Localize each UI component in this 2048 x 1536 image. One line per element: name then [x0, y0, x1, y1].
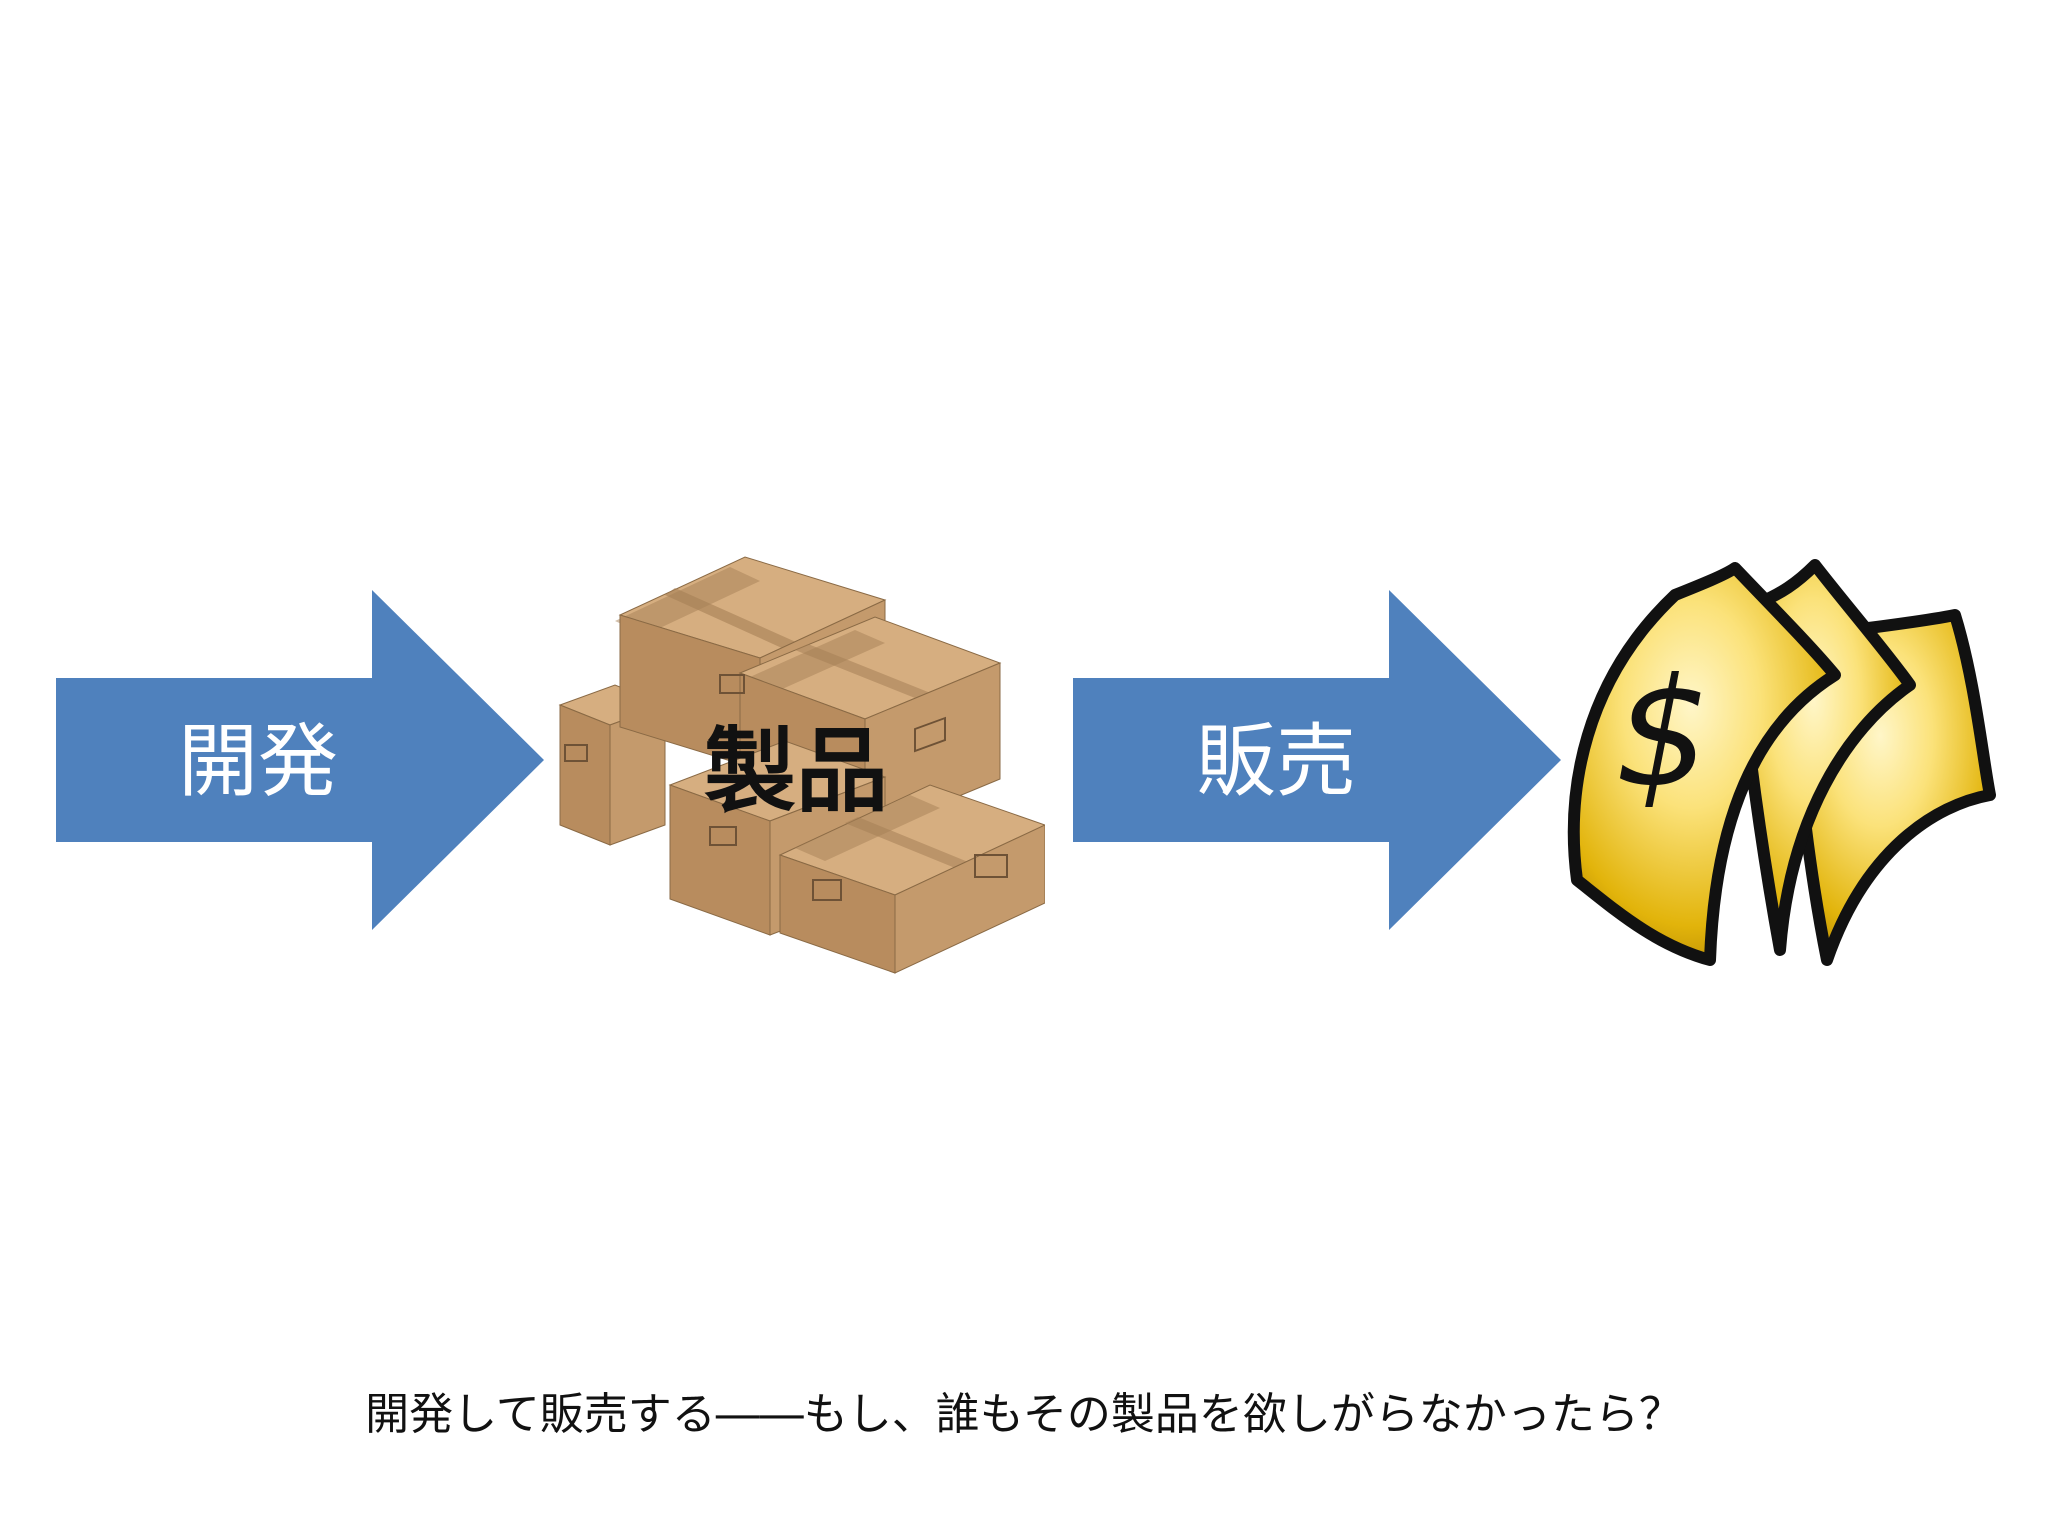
sell-arrow: [1073, 590, 1561, 930]
money-bills-icon: $: [1567, 559, 1996, 966]
slide-caption: 開発して販売する――もし、誰もその製品を欲しがらなかったら？: [365, 1389, 1683, 1440]
develop-label: 開発: [178, 715, 338, 808]
dollar-symbol: $: [1615, 647, 1710, 821]
develop-arrow: [56, 590, 544, 930]
cardboard-boxes-icon: [558, 556, 1045, 974]
sell-label: 販売: [1196, 715, 1356, 808]
product-label: 製品: [704, 718, 889, 825]
